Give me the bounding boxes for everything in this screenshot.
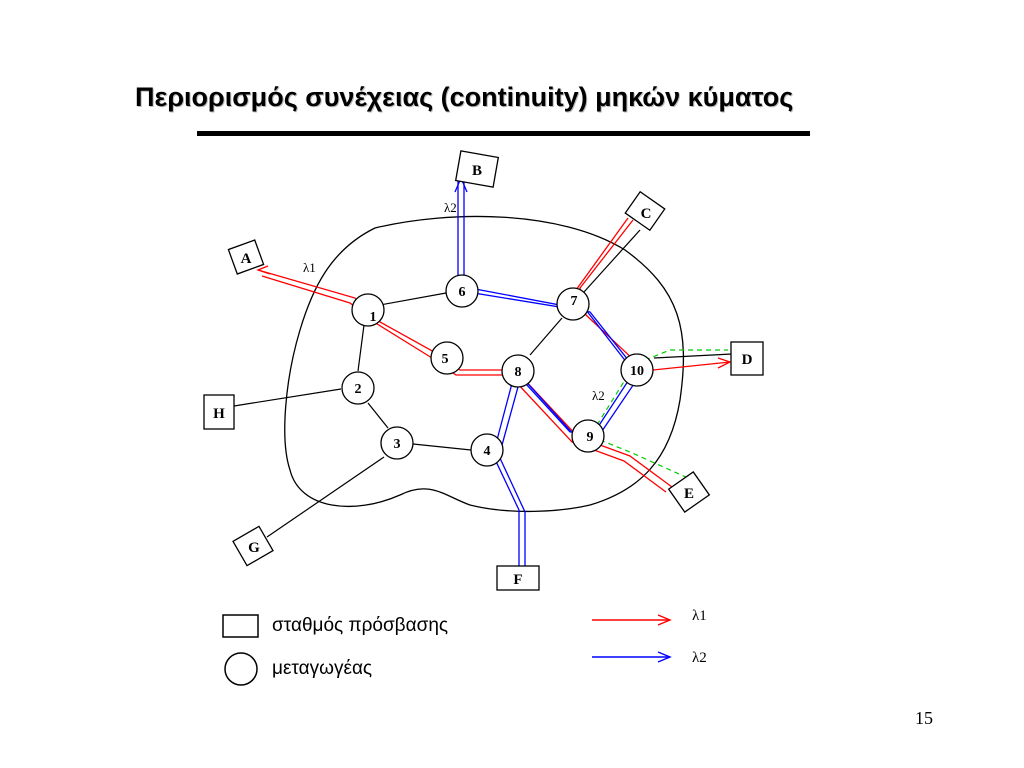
node-9-label: 9	[587, 430, 594, 445]
legend-switch-icon	[224, 652, 258, 686]
node-7-label: 7	[571, 294, 578, 309]
switch-nodes	[341, 274, 654, 467]
station-C-label: C	[641, 206, 652, 222]
link-10-D	[653, 353, 733, 359]
node-10	[620, 353, 654, 387]
node-10-label: 10	[630, 364, 644, 379]
legend-lambda2-arrow	[592, 651, 672, 663]
lambda2-path-f	[457, 180, 635, 567]
title-underline	[197, 131, 810, 136]
station-E-label: E	[684, 486, 694, 502]
station-B-label: B	[472, 163, 482, 179]
station-labels: A B C D E F G H	[213, 163, 752, 588]
lambda2-paths	[454, 176, 641, 567]
lambda2-label-top: λ2	[444, 200, 457, 215]
legend-switch-text: μεταγωγέας	[272, 658, 373, 679]
node-3	[380, 426, 414, 460]
dashed-path-d	[644, 349, 728, 361]
node-8	[501, 354, 535, 388]
lambda1-path-a-2	[261, 275, 502, 376]
station-D-label: D	[742, 352, 753, 368]
legend-station-icon	[222, 614, 259, 638]
link-2-H	[233, 388, 342, 407]
link-1-6	[379, 292, 447, 306]
station-F-label: F	[513, 572, 522, 588]
station-H-label: H	[213, 406, 225, 422]
node-5	[430, 341, 464, 375]
link-3-4	[412, 443, 472, 451]
link-7-8	[529, 317, 563, 356]
node-6-label: 6	[459, 285, 466, 300]
station-E	[667, 471, 711, 513]
station-G-label: G	[248, 540, 260, 556]
legend-lambda1-label: λ1	[692, 608, 707, 624]
link-3-G	[266, 456, 385, 538]
page-number: 15	[915, 708, 933, 728]
node-3-label: 3	[394, 437, 401, 452]
node-8-label: 8	[515, 365, 522, 380]
link-1-2	[357, 324, 365, 372]
dashed-path-e	[599, 439, 689, 479]
node-2	[341, 371, 375, 405]
network-boundary	[284, 215, 685, 513]
lambda1-path-a	[257, 269, 505, 371]
node-2-label: 2	[355, 382, 362, 397]
station-C	[624, 190, 666, 232]
lambda1-path-8-9b	[515, 381, 667, 493]
link-2-3	[367, 402, 389, 429]
legend-station-text: σταθμός πρόσβασης	[272, 615, 449, 636]
lambda1-path-c	[579, 219, 731, 371]
node-4	[470, 433, 504, 467]
links	[233, 229, 733, 538]
lambda1-arrow-d	[717, 357, 732, 369]
legend-lambda1-arrow	[592, 614, 672, 626]
station-D	[730, 341, 764, 376]
station-B	[454, 150, 500, 188]
lambda1-path-c-b	[575, 217, 629, 291]
station-A	[227, 239, 265, 275]
dashed-paths	[596, 349, 728, 479]
station-A-label: A	[241, 251, 252, 267]
station-G	[232, 525, 274, 567]
lambda1-path-8-9	[521, 376, 673, 488]
station-H	[203, 394, 235, 430]
legend-lambda2-label: λ2	[692, 650, 707, 666]
node-9	[571, 419, 605, 453]
lambda2-label-mid: λ2	[592, 388, 605, 403]
node-7	[556, 287, 590, 321]
node-1-label: 1	[370, 310, 377, 325]
station-F	[496, 565, 540, 591]
node-5-label: 5	[442, 352, 449, 367]
node-6	[445, 274, 479, 308]
node-1	[351, 293, 385, 327]
stations	[203, 150, 764, 591]
lambda1-paths	[256, 217, 732, 493]
switch-labels: 1 2 3 4 5 6 7 8 9 10	[355, 285, 645, 459]
link-7-C	[583, 229, 641, 293]
lambda1-arrow-a	[256, 265, 271, 275]
lambda1-label: λ1	[303, 260, 316, 275]
slide-title-text: Περιορισμός συνέχειας (continuity) μηκών…	[135, 82, 794, 112]
node-4-label: 4	[484, 444, 491, 459]
